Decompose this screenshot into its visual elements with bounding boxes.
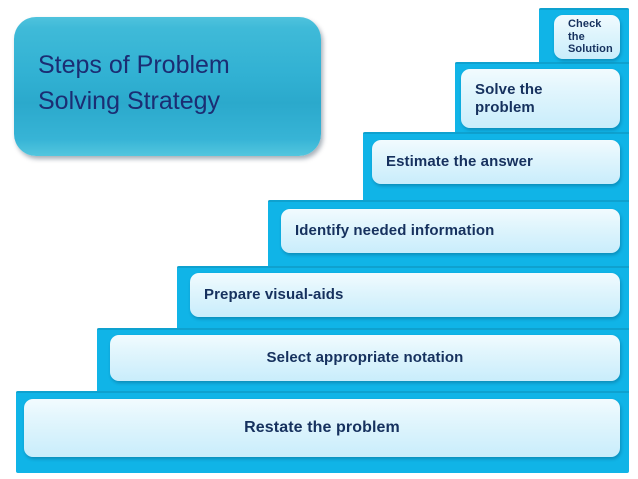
step-box-check-the-solution[interactable]: Check the Solution: [554, 15, 620, 59]
step-box-select-appropriate-notation[interactable]: Select appropriate notation: [110, 335, 620, 381]
step-label-check-the-solution: Check the Solution: [568, 17, 613, 56]
step-label-select-appropriate-notation: Select appropriate notation: [266, 349, 464, 367]
step-box-identify-needed-information[interactable]: Identify needed information: [281, 209, 620, 253]
step-label-estimate-the-answer: Estimate the answer: [386, 153, 533, 171]
step-label-solve-the-problem: Solve the problem: [475, 80, 543, 116]
step-box-restate-the-problem[interactable]: Restate the problem: [24, 399, 620, 457]
step-label-prepare-visual-aids: Prepare visual-aids: [204, 286, 344, 304]
step-label-identify-needed-information: Identify needed information: [295, 222, 495, 240]
title-panel: Steps of Problem Solving Strategy: [14, 17, 321, 156]
step-box-estimate-the-answer[interactable]: Estimate the answer: [372, 140, 620, 184]
step-box-solve-the-problem[interactable]: Solve the problem: [461, 69, 620, 128]
step-label-restate-the-problem: Restate the problem: [244, 418, 400, 436]
page-title: Steps of Problem Solving Strategy: [38, 51, 230, 115]
step-box-prepare-visual-aids[interactable]: Prepare visual-aids: [190, 273, 620, 317]
